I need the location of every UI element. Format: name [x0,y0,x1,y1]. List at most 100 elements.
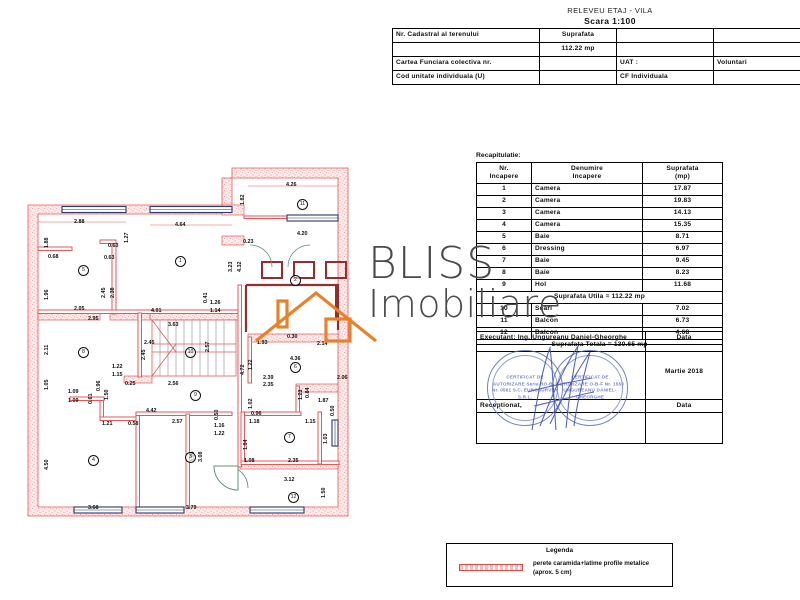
room-number-3: 3 [185,452,196,463]
recapitulation-caption: Recapitulatie: [476,152,521,159]
dimension-label: 2.39 [263,375,274,381]
stamp-text: CERTIFICAT DE AUTORIZARE O-B-F Nr. 1550 … [556,374,624,400]
room-area: 11.68 [642,279,723,292]
legend-title: Legenda [545,547,574,554]
header-cell-cf-individuala: CF Individuala [616,70,714,85]
header-cell-blank [539,56,617,71]
header-cell-c3 [616,28,714,43]
table-row: 6 Dressing 6.97 [476,243,723,256]
dimension-label-vertical: 1.23 [298,389,304,401]
room-number-11: 11 [297,199,308,210]
dimension-label-vertical: 2.45 [141,349,147,361]
header-cell-area-value: 112.22 mp [539,42,617,57]
dimension-label: 4.01 [151,308,162,314]
header-cell-uat-value: Voluntari [713,56,800,71]
dimension-label: 0.23 [243,239,254,245]
dimension-label-vertical: 2.38 [110,287,116,299]
table-row: Nr. Cadastral al terenului Suprafata [392,28,800,43]
dimension-label: 3.68 [88,505,99,511]
page-title: RELEVEU ETAJ - VILA [567,6,653,15]
dimension-label-vertical: 1.96 [44,289,50,301]
dimension-label: 3.12 [284,477,295,483]
header-cell-label: Nr. Cadastral al terenului [392,28,540,43]
suprafata-utila-total: Suprafata Utila = 112.22 mp [476,291,723,304]
dimension-label: 1.93 [257,340,268,346]
table-row: 2 Camera 19.83 [476,195,723,208]
room-nr: 8 [476,267,532,280]
dimension-label: 2.95 [88,316,99,322]
table-row: 3 Camera 14.13 [476,207,723,220]
dimension-label: 1.15 [112,372,123,378]
dimension-label: 4.26 [286,182,297,188]
room-nr: 11 [476,315,532,328]
header-cell-cod-unitate: Cod unitate individuala (U) [392,70,540,85]
header-cell-blank [713,70,800,85]
legend-wall-swatch [459,564,523,571]
date-value: Martie 2018 [645,344,723,400]
dimension-label: 0.63 [108,243,119,249]
table-row: 5 Baie 8.71 [476,231,723,244]
room-name: Camera [531,183,643,196]
certificate-stamp-right: CERTIFICAT DE AUTORIZARE O-B-F Nr. 1550 … [552,350,628,426]
dimension-label: 1.09 [68,389,79,395]
room-area: 8.71 [642,231,723,244]
dimension-label-vertical: 2.11 [44,344,50,355]
dimension-label-vertical: 1.50 [104,389,110,401]
dimension-label-vertical: 2.57 [205,341,211,353]
dimension-label-vertical: 4.50 [44,459,50,471]
dimension-label-vertical: 0.50 [214,409,220,421]
dimension-label-vertical: 1.05 [44,379,50,391]
table-row: Cod unitate individuala (U) CF Individua… [392,70,800,85]
room-name: Camera [531,195,643,208]
header-cell-blank [539,70,617,85]
room-nr: 6 [476,243,532,256]
date-empty-cell [645,412,723,444]
room-area: 19.83 [642,195,723,208]
dimension-label-vertical: 4.32 [237,261,243,273]
dimension-label-vertical: 0.61 [88,393,94,405]
room-nr: 10 [476,303,532,316]
dimension-label-vertical: 1.50 [321,487,327,499]
room-name: Baie [531,255,643,268]
room-name: Scari [531,303,643,316]
room-number-12: 12 [288,492,299,503]
dimension-label-vertical: 1.88 [44,237,50,249]
scale-label: Scara 1:100 [584,16,636,26]
room-nr: 5 [476,231,532,244]
legend-line-2: (aprox. 5 cm) [533,569,572,577]
dimension-label-vertical: 1.27 [124,232,130,244]
table-row: 1 Camera 17.87 [476,183,723,196]
dimension-label: 1.22 [214,431,225,437]
dimension-label: 3.79 [186,505,197,511]
col-header-suprafata: Suprafata(mp) [642,162,723,184]
dimension-label-vertical: 0.50 [330,405,336,417]
dimension-label: 2.35 [263,382,274,388]
room-nr: 2 [476,195,532,208]
room-area: 15.35 [642,219,723,232]
room-area: 6.73 [642,315,723,328]
room-area: 6.97 [642,243,723,256]
legend-line-1: perete caramida+latime profile metalice [533,560,650,567]
dimension-label-vertical: 0.96 [96,380,102,392]
dimension-label: 1.16 [214,423,225,429]
room-nr: 3 [476,207,532,220]
room-area: 9.45 [642,255,723,268]
table-row: 7 Baie 9.45 [476,255,723,268]
dimension-label: 2.45 [144,340,155,346]
dimension-label: 4.20 [297,231,308,237]
room-area: 14.13 [642,207,723,220]
header-cell-c4 [713,42,800,57]
legend-box: Legenda perete caramida+latime profile m… [446,543,673,587]
header-cell-c3 [616,42,714,57]
table-row: 4 Camera 15.35 [476,219,723,232]
room-nr: 7 [476,255,532,268]
stamp-ring [557,355,623,421]
room-number-8: 8 [78,347,89,358]
dimension-label-vertical: 1.82 [240,194,246,206]
dimension-label: 0.68 [48,254,59,260]
table-row: 11 Balcon 6.73 [476,315,723,328]
room-number-1: 1 [175,256,186,267]
